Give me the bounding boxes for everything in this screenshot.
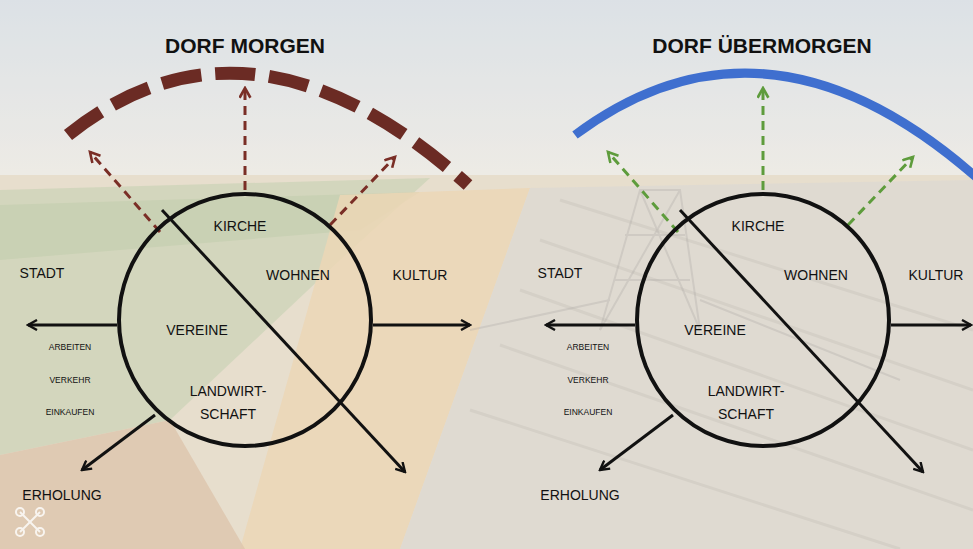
- sub-label: VERKEHR: [49, 375, 90, 385]
- agriculture-text: LANDWIRT- SCHAFT: [701, 380, 791, 426]
- clubs-text: VEREINE: [166, 322, 227, 339]
- outer-label: ERHOLUNG: [22, 487, 101, 504]
- sub-label: VERKEHR: [567, 375, 608, 385]
- church-text: KIRCHE: [214, 218, 267, 235]
- clubs-text: VEREINE: [684, 322, 745, 339]
- outer-label: ERHOLUNG: [540, 487, 619, 504]
- panel-heading: DORF ÜBERMORGEN: [652, 33, 871, 58]
- panel-heading: DORF MORGEN: [165, 33, 325, 58]
- outer-label: KULTUR: [393, 267, 448, 284]
- outer-label: KULTUR: [909, 267, 964, 284]
- sub-label: ARBEITEN: [49, 342, 92, 352]
- village-circle: KIRCHE WOHNEN VEREINE LANDWIRT- SCHAFT: [117, 192, 373, 448]
- church-text: KIRCHE: [732, 218, 785, 235]
- housing-text: WOHNEN: [784, 267, 848, 284]
- housing-text: WOHNEN: [266, 267, 330, 284]
- sub-label: ARBEITEN: [567, 342, 610, 352]
- sub-label: EINKAUFEN: [564, 407, 613, 417]
- outer-label: STADT: [538, 265, 583, 282]
- outer-label: STADT: [20, 265, 65, 282]
- sub-label: EINKAUFEN: [46, 407, 95, 417]
- agriculture-text: LANDWIRT- SCHAFT: [183, 380, 273, 426]
- village-circle: KIRCHE WOHNEN VEREINE LANDWIRT- SCHAFT: [635, 192, 891, 448]
